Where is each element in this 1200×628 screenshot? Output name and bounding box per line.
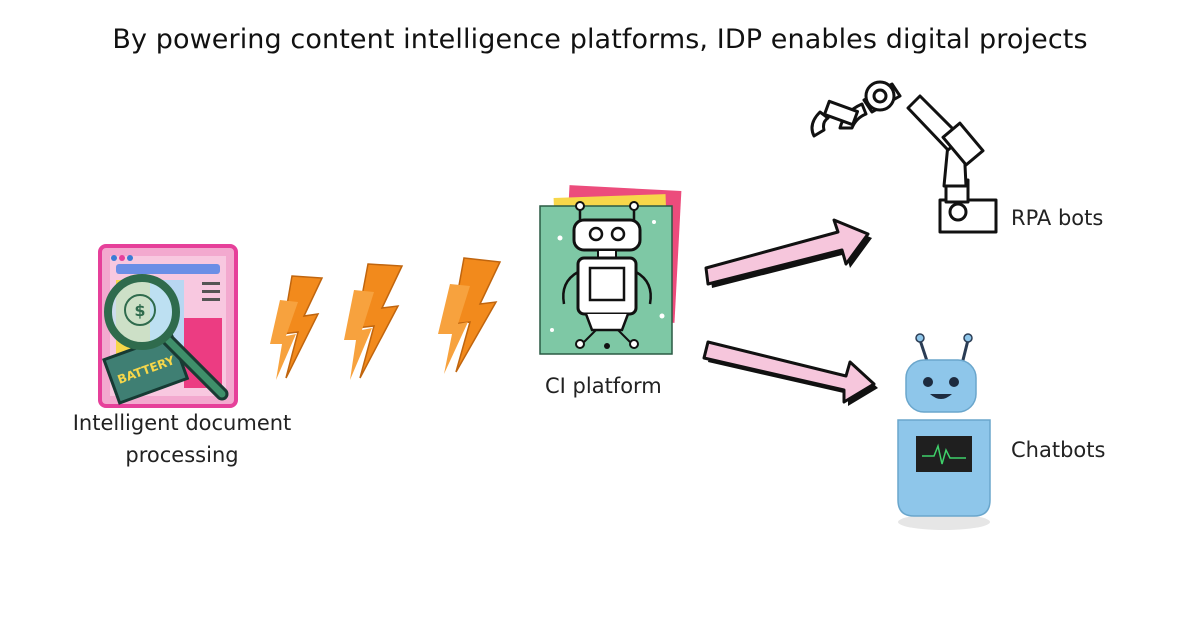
svg-text:$: $ xyxy=(134,301,145,320)
arrow-to-rpa-icon xyxy=(704,218,872,288)
lightning-bolt-icon xyxy=(344,263,404,380)
rpa-bots-label: RPA bots xyxy=(1011,206,1104,230)
lightning-bolt-icon xyxy=(438,257,502,374)
lightning-bolt-icon xyxy=(270,275,324,380)
page-title: By powering content intelligence platfor… xyxy=(112,24,1088,55)
chatbot-icon xyxy=(897,333,991,530)
chatbots-label: Chatbots xyxy=(1011,438,1106,462)
document-magnifier-icon: BATTERY $ xyxy=(98,244,238,408)
robotic-arm-icon xyxy=(810,80,998,234)
idp-label: Intelligent document processing xyxy=(72,411,292,467)
ci-robot-icon xyxy=(539,185,682,355)
ci-platform-label: CI platform xyxy=(545,374,662,398)
arrow-to-chatbots-icon xyxy=(702,340,878,406)
